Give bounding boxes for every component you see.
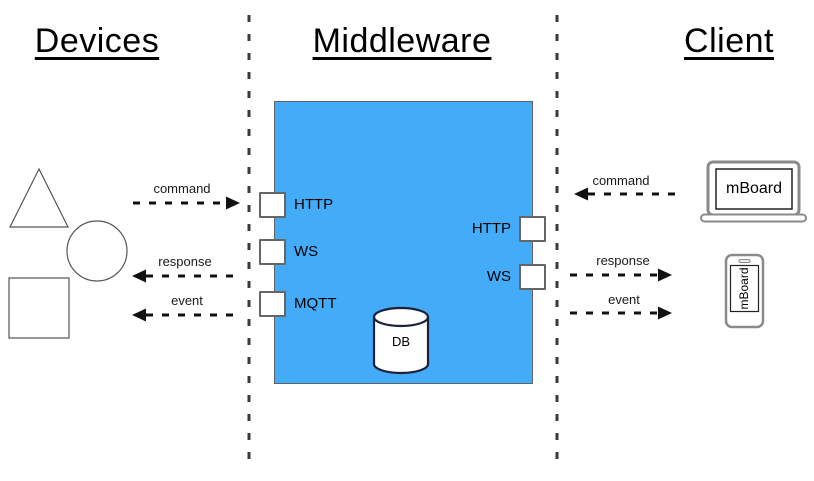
client-response-label: response [596,253,650,268]
client-command-label: command [592,173,650,188]
device-circle-shape [66,220,128,282]
port-http-left [259,192,286,218]
port-mqtt-left [259,291,286,317]
port-ws-right-label: WS [486,268,511,285]
port-http-right-label: HTTP [471,220,511,237]
phone-screen-label: mBoard [737,267,751,310]
client-heading: Client [684,22,774,60]
client-event-arrow [570,306,672,320]
port-ws-right [519,264,546,290]
device-triangle-shape [9,167,69,228]
middleware-heading: Middleware [312,22,492,60]
client-command-arrow [574,187,677,201]
devices-response-arrow [132,269,238,283]
port-ws-left-label: WS [294,243,319,260]
devices-command-label: command [153,181,211,196]
client-response-arrow [570,268,672,282]
devices-command-arrow [133,196,240,210]
device-square-shape [8,277,70,339]
database-label: DB [391,334,411,349]
port-mqtt-left-label: MQTT [294,295,337,312]
devices-event-label: event [171,293,203,308]
devices-response-label: response [158,254,212,269]
devices-heading: Devices [34,22,160,60]
laptop-screen-label: mBoard [725,180,783,197]
port-http-left-label: HTTP [294,196,334,213]
port-ws-left [259,239,286,265]
port-http-right [519,216,546,242]
client-event-label: event [608,292,640,307]
devices-event-arrow [132,308,238,322]
